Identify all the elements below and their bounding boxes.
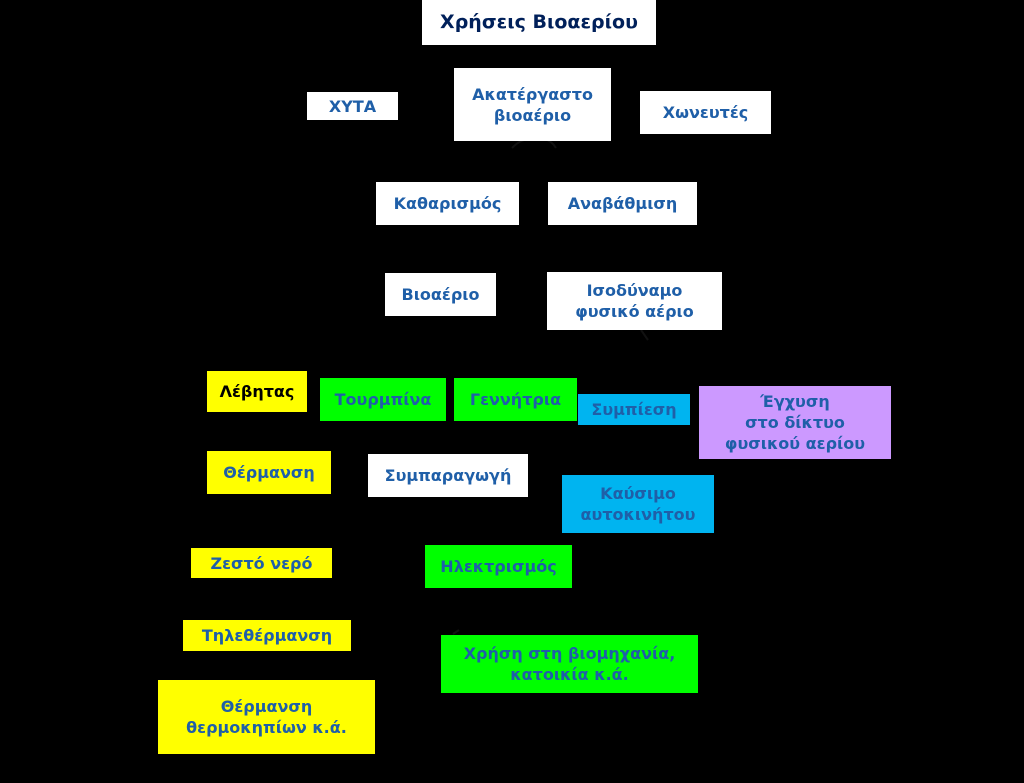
node-compression-label: Συμπίεση (591, 400, 677, 419)
node-greenhouse-heating: Θέρμανση θερμοκηπίων κ.ά. (158, 680, 375, 754)
node-heating: Θέρμανση (207, 451, 331, 494)
node-hot-water: Ζεστό νερό (191, 548, 332, 578)
node-raw-biogas-line-1: Ακατέργαστο (472, 84, 593, 104)
node-turbine: Τουρμπίνα (320, 378, 446, 421)
node-cogeneration-label: Συμπαραγωγή (384, 466, 512, 485)
node-biogas-label: Βιοαέριο (401, 285, 480, 304)
node-turbine-label: Τουρμπίνα (334, 390, 432, 409)
node-xyta: ΧΥΤΑ (307, 92, 398, 120)
node-electricity: Ηλεκτρισμός (425, 545, 572, 588)
node-grid-injection-line-1: Έγχυση (760, 392, 830, 411)
node-vehicle-fuel-line-2: αυτοκινήτου (580, 505, 696, 524)
connector-ngas-to-compression (640, 329, 649, 341)
node-biogas: Βιοαέριο (385, 273, 496, 316)
node-raw-biogas: Ακατέργαστο βιοαέριο (454, 68, 611, 141)
node-generator-label: Γεννήτρια (469, 390, 562, 409)
node-cleaning: Καθαρισμός (376, 182, 519, 225)
node-grid-injection-line-3: φυσικού αερίου (724, 434, 866, 453)
diagram-title-text: Χρήσεις Βιοαερίου (440, 11, 638, 33)
node-xyta-label: ΧΥΤΑ (328, 96, 377, 116)
node-raw-biogas-line-2: βιοαέριο (493, 105, 572, 125)
node-cogeneration: Συμπαραγωγή (368, 454, 528, 497)
node-vehicle-fuel: Καύσιμο αυτοκινήτου (562, 475, 714, 533)
node-compression: Συμπίεση (578, 394, 690, 425)
node-natural-gas-equivalent-line-1: Ισοδύναμο (586, 281, 683, 300)
node-grid-injection: Έγχυση στο δίκτυο φυσικού αερίου (699, 386, 891, 459)
node-generator: Γεννήτρια (454, 378, 577, 421)
node-greenhouse-heating-line-2: θερμοκηπίων κ.ά. (186, 718, 347, 737)
node-boiler: Λέβητας (207, 371, 307, 412)
node-greenhouse-heating-line-1: Θέρμανση (220, 697, 313, 716)
node-cleaning-label: Καθαρισμός (393, 194, 502, 213)
node-electricity-label: Ηλεκτρισμός (440, 557, 557, 576)
node-digesters-label: Χωνευτές (662, 103, 749, 122)
node-hot-water-label: Ζεστό νερό (210, 553, 313, 573)
node-upgrading-label: Αναβάθμιση (567, 194, 678, 213)
node-digesters: Χωνευτές (640, 91, 771, 134)
node-natural-gas-equivalent: Ισοδύναμο φυσικό αέριο (547, 272, 722, 330)
node-natural-gas-equivalent-line-2: φυσικό αέριο (575, 302, 694, 321)
node-district-heating-label: Τηλεθέρμανση (201, 626, 333, 645)
connector-industry (452, 629, 460, 635)
node-boiler-label: Λέβητας (219, 382, 295, 401)
node-industry-use: Χρήση στη βιομηχανία, κατοικία κ.ά. (441, 635, 698, 693)
node-heating-label: Θέρμανση (223, 463, 315, 482)
diagram-title: Χρήσεις Βιοαερίου (422, 0, 656, 45)
node-industry-use-line-1: Χρήση στη βιομηχανία, (463, 644, 676, 663)
node-industry-use-line-2: κατοικία κ.ά. (510, 665, 629, 684)
node-upgrading: Αναβάθμιση (548, 182, 697, 225)
node-district-heating: Τηλεθέρμανση (183, 620, 351, 651)
node-vehicle-fuel-line-1: Καύσιμο (600, 484, 676, 503)
node-grid-injection-line-2: στο δίκτυο (745, 413, 845, 432)
